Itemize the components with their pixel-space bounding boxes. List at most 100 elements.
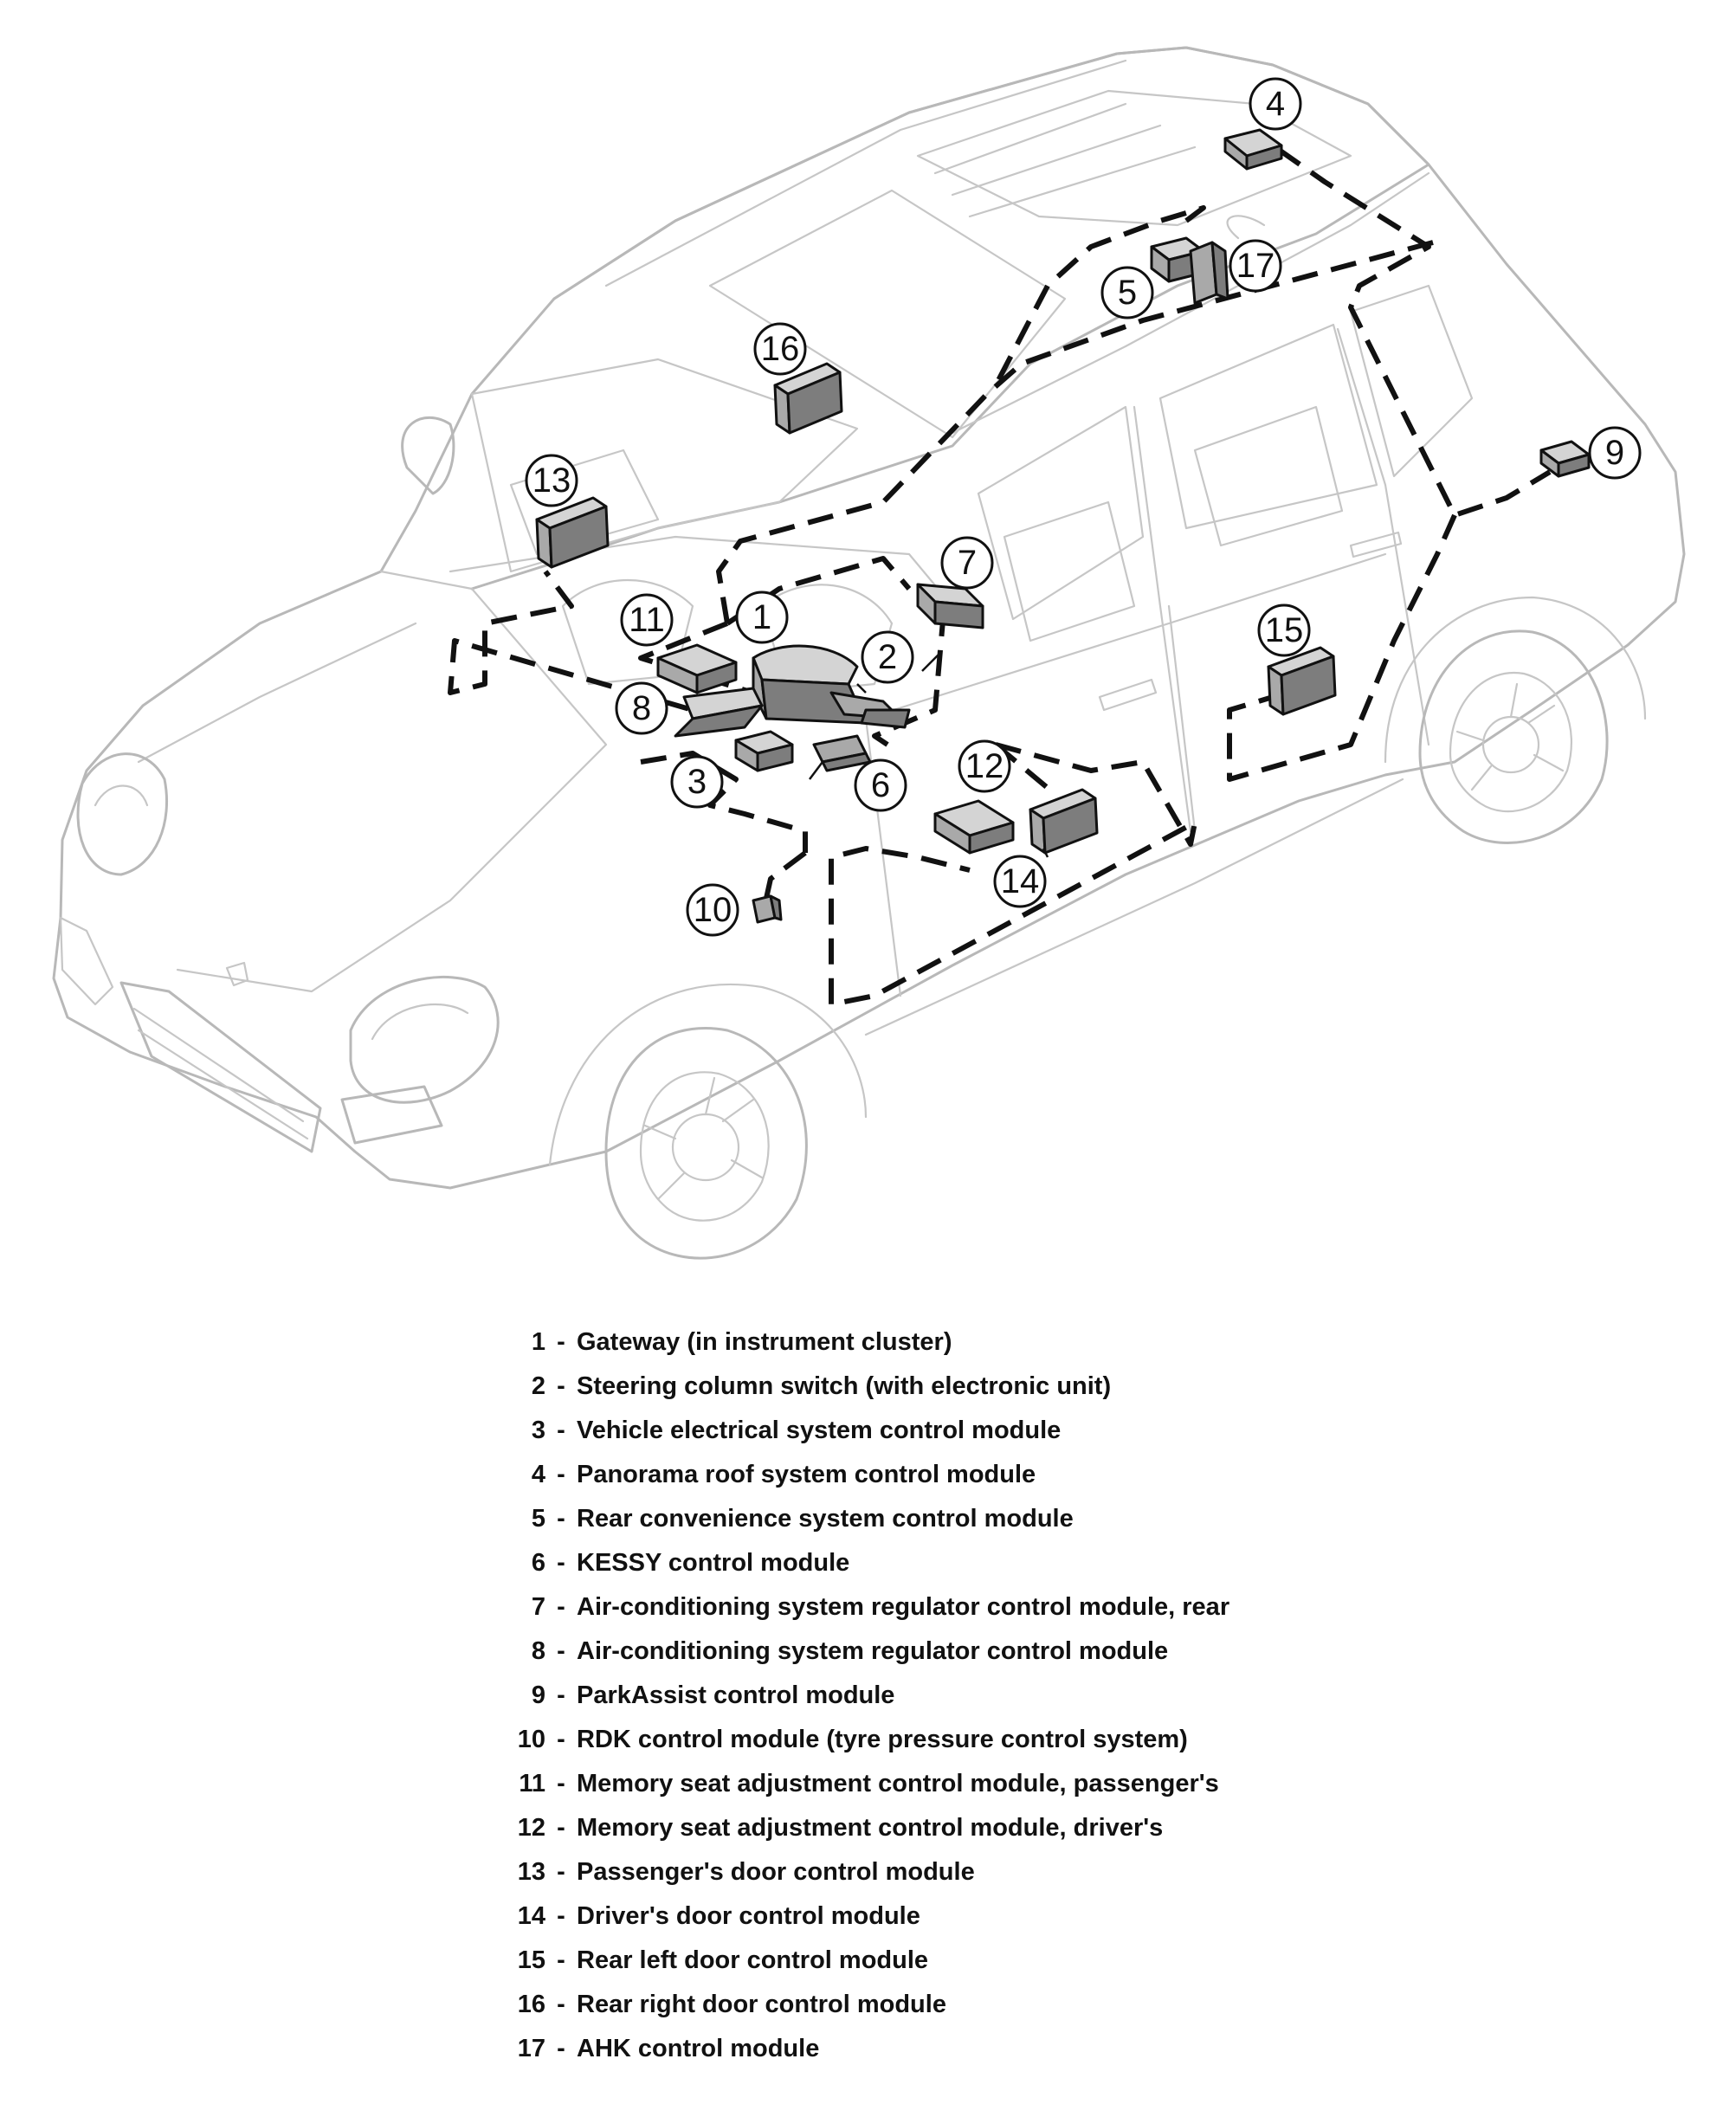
callout-6: 6: [854, 758, 907, 812]
legend-text: Gateway (in instrument cluster): [577, 1328, 952, 1356]
legend-separator: -: [557, 1372, 565, 1400]
legend-item: 3-Vehicle electrical system control modu…: [511, 1409, 1290, 1453]
module-8-box: [674, 687, 764, 738]
svg-text:9: 9: [1605, 434, 1624, 472]
legend-separator: -: [557, 1726, 565, 1753]
svg-text:5: 5: [1118, 274, 1137, 312]
legend-separator: -: [557, 1505, 565, 1533]
callout-11: 11: [620, 593, 674, 647]
legend-separator: -: [557, 1814, 565, 1842]
legend-item: 17-AHK control module: [511, 2027, 1290, 2071]
svg-text:10: 10: [694, 891, 732, 929]
callout-7: 7: [940, 536, 994, 590]
svg-text:12: 12: [965, 747, 1004, 785]
legend-separator: -: [557, 1681, 565, 1709]
legend-item: 11-Memory seat adjustment control module…: [511, 1762, 1290, 1806]
legend-number: 9: [531, 1681, 545, 1709]
legend-text: Driver's door control module: [577, 1902, 920, 1930]
callout-leaders: [809, 653, 1049, 858]
legend-separator: -: [557, 1902, 565, 1930]
legend-text: Vehicle electrical system control module: [577, 1417, 1062, 1444]
legend-separator: -: [557, 1549, 565, 1577]
legend-number: 14: [517, 1902, 545, 1930]
legend-separator: -: [557, 1991, 565, 2018]
legend-number: 4: [531, 1461, 545, 1488]
legend-item: 2-Steering column switch (with electroni…: [511, 1365, 1290, 1409]
svg-text:11: 11: [629, 601, 665, 639]
callout-14: 14: [993, 855, 1047, 908]
svg-text:7: 7: [958, 544, 977, 582]
callout-17: 17: [1229, 239, 1282, 293]
legend-text: KESSY control module: [577, 1549, 850, 1577]
legend-separator: -: [557, 1417, 565, 1444]
module-9-box: [1539, 440, 1591, 478]
legend-number: 2: [531, 1372, 545, 1400]
svg-text:8: 8: [632, 689, 651, 727]
legend-number: 8: [531, 1637, 545, 1665]
legend-item: 12-Memory seat adjustment control module…: [511, 1806, 1290, 1850]
legend-number: 10: [517, 1726, 545, 1753]
legend-separator: -: [557, 1858, 565, 1886]
callout-2: 2: [861, 630, 914, 684]
legend-item: 4-Panorama roof system control module: [511, 1453, 1290, 1497]
legend-text: AHK control module: [577, 2035, 820, 2062]
legend-item: 13-Passenger's door control module: [511, 1850, 1290, 1894]
legend-text: Memory seat adjustment control module, p…: [577, 1770, 1219, 1797]
callout-8: 8: [615, 681, 668, 735]
legend-item: 10-RDK control module (tyre pressure con…: [511, 1718, 1290, 1762]
legend-item: 14-Driver's door control module: [511, 1894, 1290, 1939]
callout-12: 12: [958, 739, 1011, 793]
module-4-box: [1223, 128, 1283, 171]
legend-item: 6-KESSY control module: [511, 1541, 1290, 1585]
legend-text: Air-conditioning system regulator contro…: [577, 1593, 1230, 1621]
module-6-box: [812, 734, 872, 772]
svg-text:1: 1: [752, 598, 771, 636]
legend-text: Rear left door control module: [577, 1946, 929, 1974]
legend-separator: -: [557, 1637, 565, 1665]
legend-text: Air-conditioning system regulator contro…: [577, 1637, 1169, 1665]
legend-number: 7: [531, 1593, 545, 1621]
callout-3: 3: [670, 755, 724, 809]
legend-list: 1-Gateway (in instrument cluster) 2-Stee…: [511, 1320, 1290, 2071]
legend-number: 3: [531, 1417, 545, 1444]
legend-separator: -: [557, 1770, 565, 1797]
legend-item: 9-ParkAssist control module: [511, 1674, 1290, 1718]
legend-number: 17: [517, 2035, 545, 2062]
svg-text:3: 3: [687, 763, 707, 801]
callout-9: 9: [1588, 426, 1642, 480]
legend-item: 1-Gateway (in instrument cluster): [511, 1320, 1290, 1365]
legend-number: 5: [531, 1505, 545, 1533]
legend-number: 13: [517, 1858, 545, 1886]
can-bus-wiring: [448, 145, 1552, 1007]
legend-text: Steering column switch (with electronic …: [577, 1372, 1112, 1400]
legend-item: 5-Rear convenience system control module: [511, 1497, 1290, 1541]
callout-4: 4: [1249, 77, 1302, 131]
legend-number: 1: [531, 1328, 545, 1356]
svg-text:17: 17: [1236, 247, 1275, 285]
callout-16: 16: [753, 322, 807, 376]
svg-text:4: 4: [1266, 85, 1285, 123]
callout-13: 13: [525, 454, 578, 507]
svg-text:14: 14: [1001, 862, 1040, 900]
legend-text: Passenger's door control module: [577, 1858, 975, 1886]
legend-separator: -: [557, 1946, 565, 1974]
legend-separator: -: [557, 1461, 565, 1488]
legend-item: 7-Air-conditioning system regulator cont…: [511, 1585, 1290, 1630]
callout-5: 5: [1100, 266, 1154, 319]
svg-text:16: 16: [761, 330, 800, 368]
legend-separator: -: [557, 1328, 565, 1356]
callout-1: 1: [735, 591, 789, 644]
legend-number: 15: [517, 1946, 545, 1974]
svg-text:6: 6: [871, 766, 890, 804]
legend-number: 12: [517, 1814, 545, 1842]
callout-10: 10: [686, 883, 739, 937]
legend-text: Panorama roof system control module: [577, 1461, 1036, 1488]
legend-text: Rear right door control module: [577, 1991, 946, 2018]
module-3-box: [734, 730, 794, 772]
module-15-box: [1267, 646, 1337, 716]
legend-item: 16-Rear right door control module: [511, 1983, 1290, 2027]
module-10-box: [752, 894, 783, 924]
vehicle-network-diagram: 4 5 17 16 9 13 7 11 1 2 15 8: [52, 46, 1686, 1260]
legend-item: 15-Rear left door control module: [511, 1939, 1290, 1983]
legend-text: Memory seat adjustment control module, d…: [577, 1814, 1164, 1842]
